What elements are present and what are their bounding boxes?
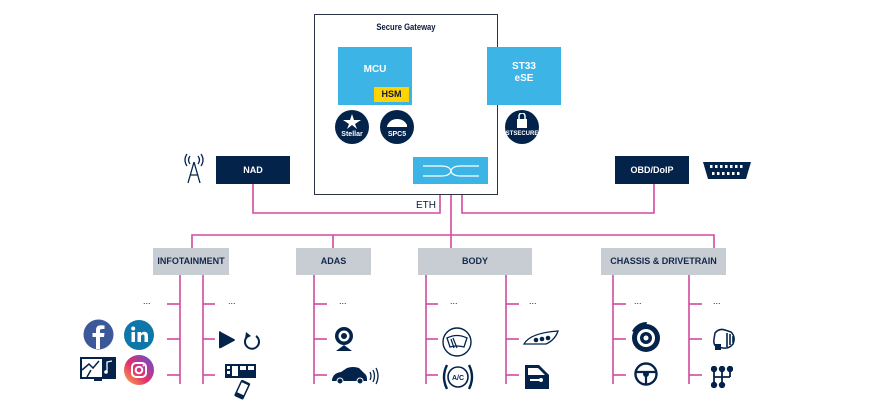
wiper-icon: [442, 327, 472, 357]
ese-line2: eSE: [514, 73, 534, 84]
ellipsis: ...: [713, 296, 721, 306]
ac-text: A/C: [452, 375, 464, 382]
obd-connector-icon: [703, 162, 751, 179]
hsm-badge: HSM: [374, 87, 409, 102]
headlight-icon: [522, 330, 559, 345]
gateway-title: Secure Gateway: [376, 22, 436, 32]
camera-icon: [335, 327, 353, 351]
ese-block[interactable]: ST33 eSE: [487, 47, 561, 105]
stellar-text: Stellar: [341, 131, 363, 138]
padlock-icon: [517, 113, 527, 128]
car-icon: [387, 119, 407, 127]
ellipsis: ...: [634, 296, 642, 306]
domain-body[interactable]: BODY: [418, 248, 532, 275]
domain-bus: [191, 234, 715, 248]
ellipsis: ...: [529, 296, 537, 306]
ellipsis: ...: [143, 296, 151, 306]
refresh-icon: [244, 332, 260, 350]
spc5-text: SPC5: [387, 131, 407, 138]
mcu-label: MCU: [363, 64, 387, 75]
door-icon: [525, 365, 549, 389]
ac-icon: A/C: [442, 364, 474, 390]
ese-line1: ST33: [512, 61, 536, 72]
obd-link: [461, 183, 655, 214]
ethernet-switch[interactable]: [413, 157, 488, 184]
antenna-icon: [184, 153, 204, 184]
play-icon: [219, 331, 235, 349]
stsecure-logo: STSECURE: [505, 110, 539, 144]
nad-block[interactable]: NAD: [216, 156, 290, 184]
obd-doip-block[interactable]: OBD/DoIP: [615, 156, 689, 184]
ellipsis: ...: [228, 296, 236, 306]
ellipsis: ...: [450, 296, 458, 306]
instagram-icon: [124, 355, 154, 385]
domain-chassis-drivetrain[interactable]: CHASSIS & DRIVETRAIN: [601, 248, 726, 275]
brake-icon: [632, 322, 660, 352]
eth-label: ETH: [416, 200, 436, 211]
car-sensor-icon: [332, 367, 379, 385]
switch-crossover-icon: [423, 165, 479, 177]
linkedin-icon: [124, 320, 154, 350]
ellipsis: ...: [339, 296, 347, 306]
engine-icon: [713, 328, 735, 350]
gearbox-icon: [711, 366, 733, 388]
navigation-music-icon: [80, 357, 116, 381]
stellar-logo: Stellar: [335, 110, 369, 144]
nad-link: [252, 183, 441, 214]
domain-infotainment[interactable]: INFOTAINMENT: [153, 248, 229, 275]
stsecure-text: STSECURE: [505, 131, 539, 137]
dashboard-phone-icon: [225, 364, 256, 401]
domain-adas[interactable]: ADAS: [296, 248, 371, 275]
facebook-icon: [83, 319, 114, 350]
steering-wheel-icon: [634, 362, 658, 386]
star-icon: [343, 114, 361, 129]
spc5-logo: SPC5: [380, 110, 414, 144]
